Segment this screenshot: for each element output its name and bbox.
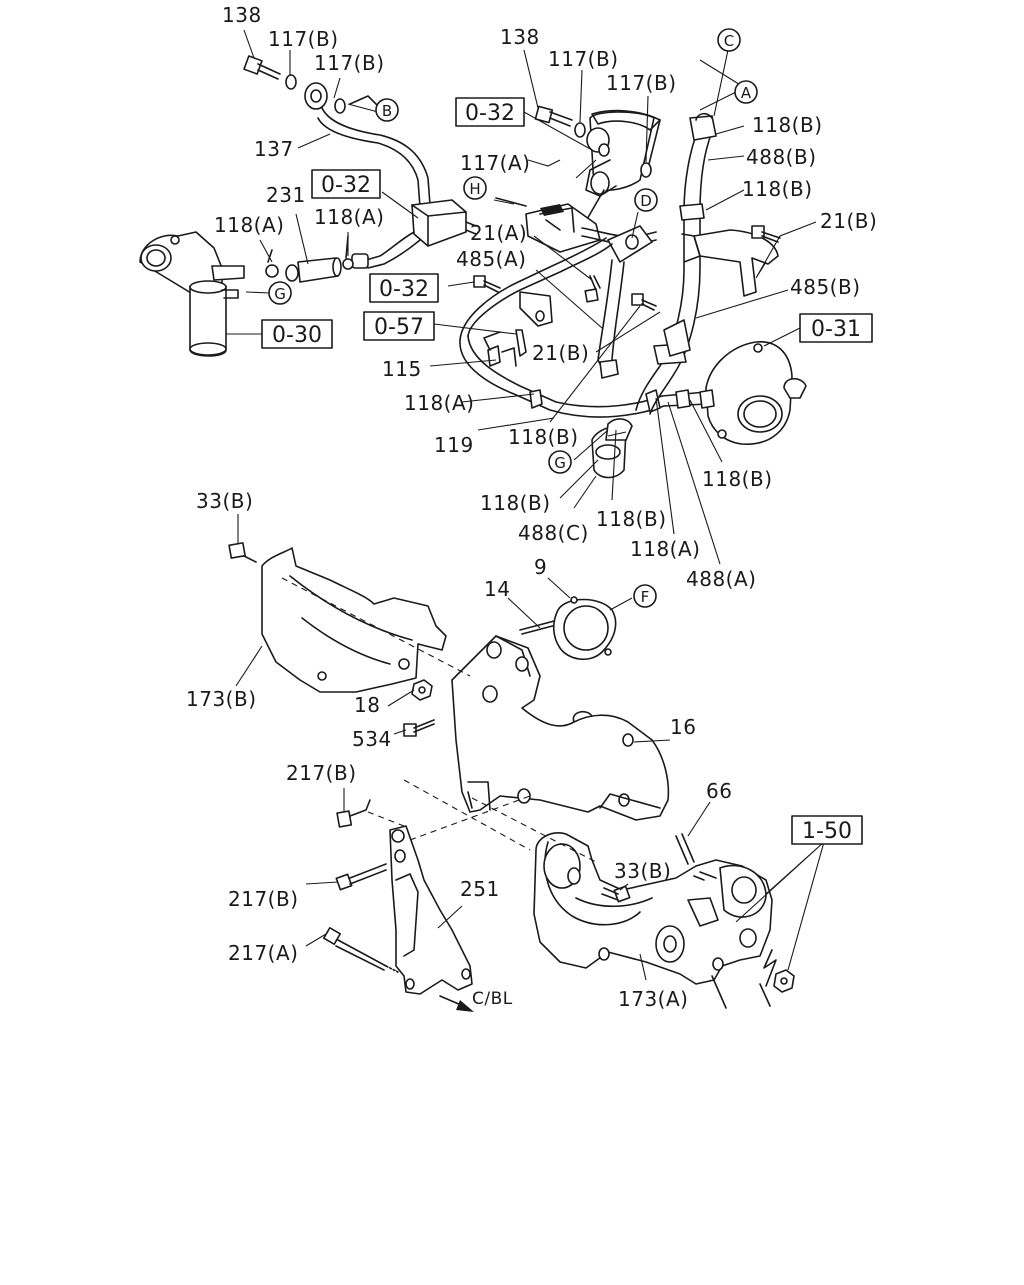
label-138-top-left: 138 — [222, 3, 262, 27]
callout-g-left: G — [268, 281, 292, 305]
label-14: 14 — [484, 577, 510, 601]
label-21a: 21(A) — [470, 221, 527, 245]
svg-text:0-32: 0-32 — [465, 101, 515, 126]
label-c-bl: C/BL — [472, 989, 513, 1009]
svg-text:0-57: 0-57 — [374, 315, 424, 340]
svg-text:1-50: 1-50 — [802, 819, 852, 844]
callout-g-center: G — [548, 450, 572, 474]
label-118b-2: 118(B) — [480, 491, 551, 515]
callout-a: A — [734, 80, 758, 104]
water-outlet-housing — [139, 231, 354, 357]
label-9: 9 — [534, 555, 547, 579]
right-pipe-assembly — [635, 112, 807, 445]
svg-text:0-32: 0-32 — [321, 173, 371, 198]
label-485a: 485(A) — [456, 247, 526, 271]
label-217b-1: 217(B) — [286, 761, 357, 785]
label-118b-3: 118(B) — [596, 507, 667, 531]
label-118a-2: 118(A) — [314, 205, 384, 229]
label-118b-4: 118(B) — [752, 113, 823, 137]
label-173b: 173(B) — [186, 687, 257, 711]
reference-boxes: 0-32 0-32 0-32 0-30 0-57 0-31 1-50 — [261, 97, 873, 845]
label-118b-6: 118(B) — [702, 467, 773, 491]
ref-box-0-31: 0-31 — [799, 313, 873, 343]
part-number-labels: 138 117(B) 117(B) 137 231 118(A) 118(A) … — [186, 3, 877, 1011]
svg-text:C: C — [724, 32, 734, 50]
label-21b-2: 21(B) — [820, 209, 877, 233]
label-33b-1: 33(B) — [196, 489, 253, 513]
exhaust-manifold-173a — [533, 832, 795, 1009]
label-33b-2: 33(B) — [614, 859, 671, 883]
label-18: 18 — [354, 693, 380, 717]
label-488c: 488(C) — [518, 521, 589, 545]
label-138-top-center: 138 — [500, 25, 540, 49]
svg-text:D: D — [640, 192, 652, 210]
label-231: 231 — [266, 183, 306, 207]
svg-text:0-31: 0-31 — [811, 317, 861, 342]
callout-b: B — [375, 98, 399, 122]
pipe-137-assembly — [243, 55, 477, 269]
svg-text:G: G — [274, 285, 286, 303]
label-117b-2: 117(B) — [314, 51, 385, 75]
label-485b: 485(B) — [790, 275, 861, 299]
label-118b-5: 118(B) — [742, 177, 813, 201]
label-66: 66 — [706, 779, 732, 803]
label-118a-1: 118(A) — [214, 213, 284, 237]
label-217b-2: 217(B) — [228, 887, 299, 911]
label-217a: 217(A) — [228, 941, 298, 965]
label-118a-3: 118(A) — [404, 391, 474, 415]
svg-text:0-32: 0-32 — [379, 277, 429, 302]
exhaust-manifold-assembly — [228, 542, 695, 865]
label-16: 16 — [670, 715, 696, 739]
label-118b-1: 118(B) — [508, 425, 579, 449]
callout-d: D — [634, 188, 658, 212]
label-534: 534 — [352, 727, 392, 751]
svg-text:B: B — [382, 102, 392, 120]
label-117b-1: 117(B) — [268, 27, 339, 51]
label-119: 119 — [434, 433, 474, 457]
leader-lines — [226, 29, 825, 981]
callout-c: C — [717, 28, 741, 52]
center-pipe-assembly — [459, 105, 665, 479]
label-117b-4: 117(B) — [606, 71, 677, 95]
ref-box-1-50: 1-50 — [791, 815, 863, 845]
svg-text:H: H — [469, 180, 480, 198]
ref-box-0-32-top: 0-32 — [455, 97, 525, 127]
ref-box-0-30: 0-30 — [261, 319, 333, 349]
label-21b-1: 21(B) — [532, 341, 589, 365]
label-118a-4: 118(A) — [630, 537, 700, 561]
label-488a: 488(A) — [686, 567, 756, 591]
callout-h: H — [463, 176, 487, 200]
svg-text:A: A — [741, 84, 752, 102]
label-173a: 173(A) — [618, 987, 688, 1011]
svg-text:0-30: 0-30 — [272, 323, 322, 348]
label-117b-3: 117(B) — [548, 47, 619, 71]
label-488b: 488(B) — [746, 145, 817, 169]
svg-text:G: G — [554, 454, 566, 472]
svg-text:F: F — [641, 588, 650, 606]
callout-f: F — [633, 584, 657, 608]
bracket-251-assembly — [323, 799, 474, 1012]
ref-box-0-32-center: 0-32 — [369, 273, 439, 303]
label-137: 137 — [254, 137, 294, 161]
ref-box-0-32-left: 0-32 — [311, 169, 381, 199]
label-117a: 117(A) — [460, 151, 530, 175]
label-115: 115 — [382, 357, 422, 381]
callout-circles: B C A H D G G F — [268, 28, 758, 608]
label-251: 251 — [460, 877, 500, 901]
ref-box-0-57: 0-57 — [363, 311, 435, 341]
